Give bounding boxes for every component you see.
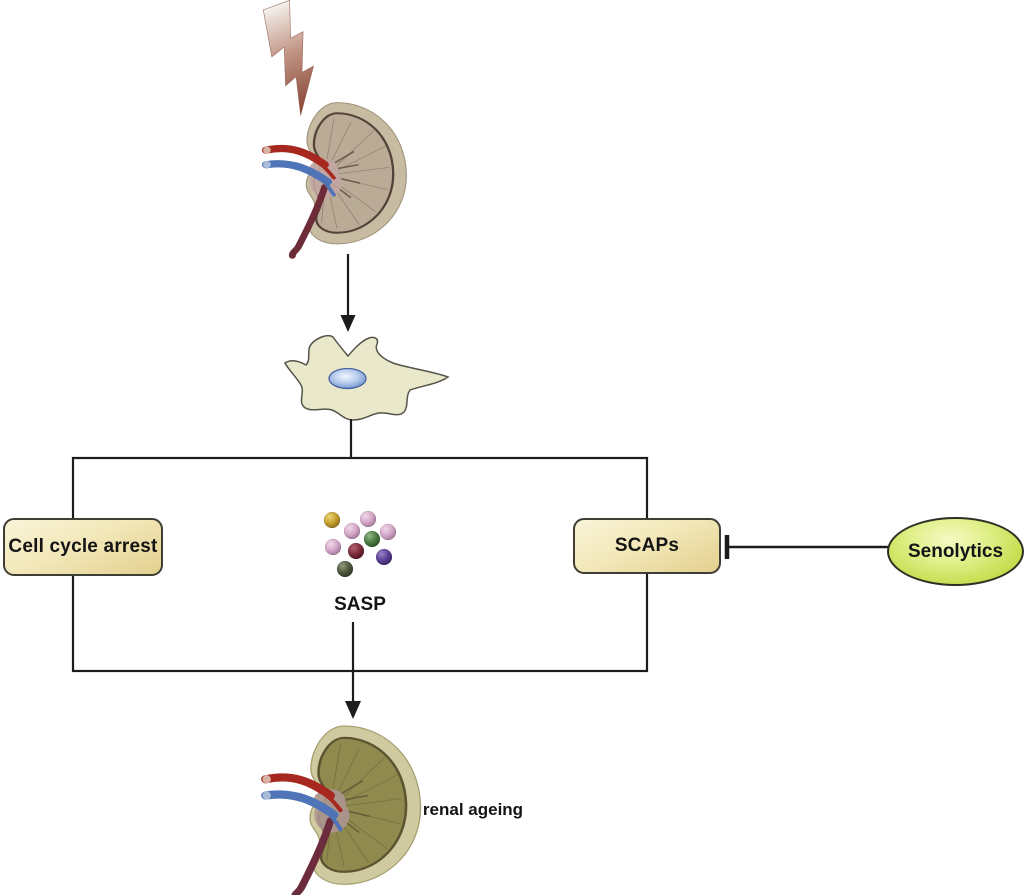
aged-kidney-icon <box>262 725 421 895</box>
sasp-dot-pink <box>324 538 342 556</box>
sasp-dot-pink <box>379 523 397 541</box>
cell-nucleus <box>328 367 367 390</box>
lightning-bolt-icon <box>262 0 314 116</box>
sasp-dot-pink <box>359 510 377 528</box>
arrow-to-renal-ageing <box>345 622 361 719</box>
sasp-label: SASP <box>334 594 386 615</box>
sasp-dot-green <box>363 530 381 548</box>
inhibition-line-senolytics-scaps <box>724 535 888 559</box>
scaps-label: SCAPs <box>614 535 680 556</box>
senolytics-label: Senolytics <box>907 540 1004 562</box>
senolytics-ellipse: Senolytics <box>887 517 1024 586</box>
sasp-dot-maroon <box>347 542 365 560</box>
arrow-kidney-to-cell <box>340 254 356 332</box>
cell-cycle-arrest-label: Cell cycle arrest <box>8 536 158 557</box>
sasp-dot-olive <box>336 560 354 578</box>
sasp-dot-gold <box>323 511 341 529</box>
renal-ageing-label: renal ageing <box>422 800 524 819</box>
sasp-dot-purple <box>375 548 393 566</box>
sasp-dots <box>323 510 397 578</box>
sasp-dot-pink <box>343 522 361 540</box>
cell-cycle-arrest-box: Cell cycle arrest <box>3 518 163 576</box>
senescent-cell-icon <box>284 334 450 421</box>
scaps-box: SCAPs <box>573 518 721 574</box>
healthy-kidney-icon <box>263 102 407 256</box>
